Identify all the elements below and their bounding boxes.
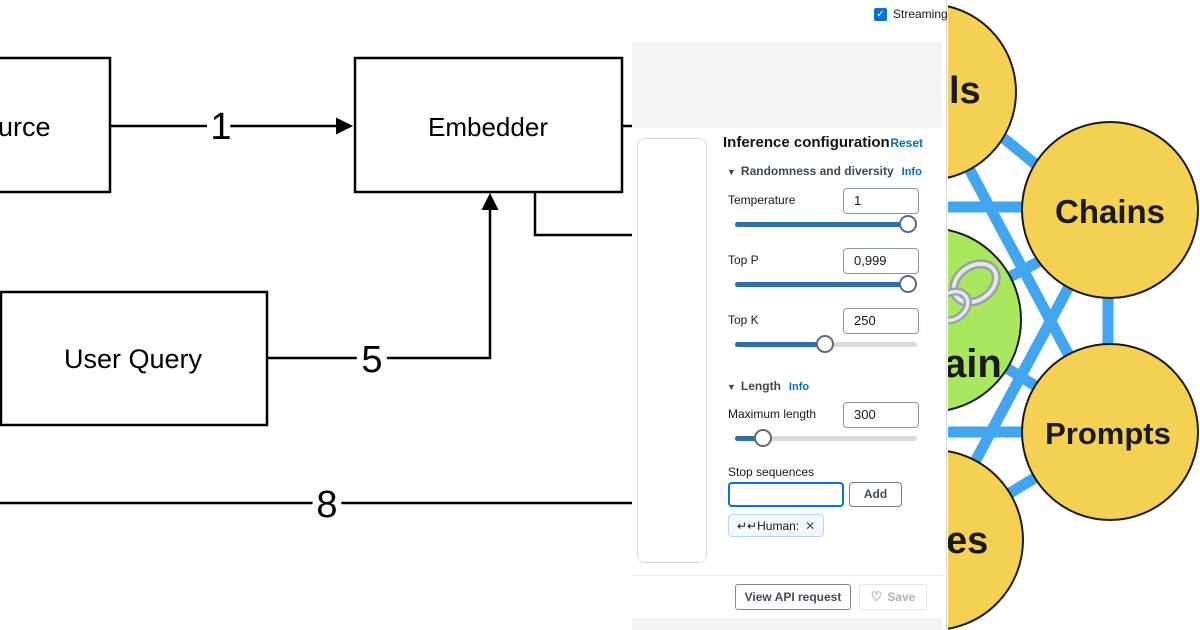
randomness-info-link[interactable]: Info — [901, 166, 922, 178]
embedder-box — [353, 56, 624, 194]
edge-8-label: 8 — [316, 484, 337, 526]
prompt-textarea[interactable] — [637, 138, 707, 563]
node-indexes — [948, 450, 1024, 630]
embedder-box-label: Embedder — [428, 112, 548, 142]
source-box-label: urce — [0, 112, 51, 142]
max-length-label: Maximum length — [728, 407, 817, 421]
panel-bottom-strip — [632, 618, 942, 630]
caret-down-icon: ▼ — [727, 382, 736, 392]
length-info-link[interactable]: Info — [788, 381, 810, 393]
remove-chip-icon[interactable]: ✕ — [805, 518, 816, 533]
top-p-slider-fill — [735, 282, 917, 287]
node-chains — [1021, 121, 1199, 299]
user-query-box-label: User Query — [64, 344, 203, 374]
top-p-slider[interactable] — [735, 275, 917, 293]
chain-link-icon — [948, 259, 1001, 325]
arrowhead-into-embedder-left — [336, 117, 353, 135]
edge-5-label: 5 — [361, 339, 382, 381]
temperature-input[interactable]: 1 — [843, 188, 919, 214]
node-langchain-label: ain — [948, 342, 1002, 386]
streaming-checkbox[interactable]: ✓ — [874, 7, 887, 21]
langchain-network-image: ls Chains ain Prompts es — [948, 5, 1199, 630]
length-header-label: Length — [740, 379, 781, 393]
node-langchain-center — [948, 228, 1022, 412]
top-k-slider[interactable] — [735, 335, 917, 353]
edge-1-label: 1 — [210, 106, 231, 148]
node-indexes-label: es — [948, 520, 988, 562]
node-prompts — [1021, 343, 1199, 521]
temperature-slider[interactable] — [735, 215, 917, 233]
temperature-slider-fill — [735, 222, 917, 227]
max-length-slider-track[interactable] — [735, 436, 917, 441]
footer-divider — [632, 575, 948, 576]
heart-icon: ♡ — [870, 589, 883, 604]
add-stop-sequence-button[interactable]: Add — [849, 482, 902, 507]
length-section-header[interactable]: ▼ Length Info — [727, 379, 809, 393]
max-length-slider[interactable] — [735, 429, 917, 447]
panel-header-band — [632, 42, 942, 128]
top-p-label: Top P — [728, 253, 759, 267]
save-button-label: Save — [887, 590, 916, 604]
top-p-slider-handle[interactable] — [899, 275, 917, 293]
node-models — [948, 5, 1017, 179]
top-k-slider-fill — [735, 342, 825, 347]
streaming-label: Streaming — [893, 7, 948, 21]
top-k-label: Top K — [728, 313, 759, 327]
stop-sequence-chip-text: ↵↵Human: — [737, 518, 800, 533]
top-k-input[interactable]: 250 — [843, 308, 919, 334]
arrowhead-into-embedder-bottom — [481, 193, 499, 210]
node-models-label: ls — [949, 70, 981, 112]
max-length-slider-handle[interactable] — [754, 429, 772, 447]
randomness-header-label: Randomness and diversity — [740, 164, 894, 178]
inference-panel: ✓ Streaming Inference configuration Rese… — [632, 0, 948, 630]
randomness-section-header[interactable]: ▼ Randomness and diversity Info — [727, 164, 922, 178]
stop-sequences-label: Stop sequences — [728, 465, 815, 479]
edge-5-line — [267, 198, 492, 360]
view-api-request-button[interactable]: View API request — [735, 584, 851, 610]
stop-sequence-chip: ↵↵Human: ✕ — [728, 514, 825, 537]
caret-down-icon: ▼ — [727, 167, 736, 177]
save-button[interactable]: ♡ Save — [859, 584, 927, 610]
stop-sequence-input[interactable] — [728, 482, 844, 507]
reset-link[interactable]: Reset — [890, 136, 923, 150]
embedder-output-connector — [533, 192, 632, 237]
max-length-slider-fill — [735, 436, 763, 441]
flowchart-image: urce Embedder User Query 1 5 8 — [0, 56, 632, 526]
streaming-toggle[interactable]: ✓ Streaming — [874, 7, 948, 21]
inference-config-title: Inference configuration — [723, 134, 890, 151]
top-p-input[interactable]: 0,999 — [843, 248, 919, 274]
user-query-box — [0, 290, 269, 427]
top-k-slider-handle[interactable] — [816, 335, 834, 353]
temperature-label: Temperature — [728, 193, 796, 207]
panel-right-border — [946, 0, 947, 630]
node-chains-label: Chains — [1055, 193, 1165, 230]
node-prompts-label: Prompts — [1045, 416, 1171, 451]
max-length-input[interactable]: 300 — [843, 402, 919, 428]
temperature-slider-handle[interactable] — [899, 215, 917, 233]
